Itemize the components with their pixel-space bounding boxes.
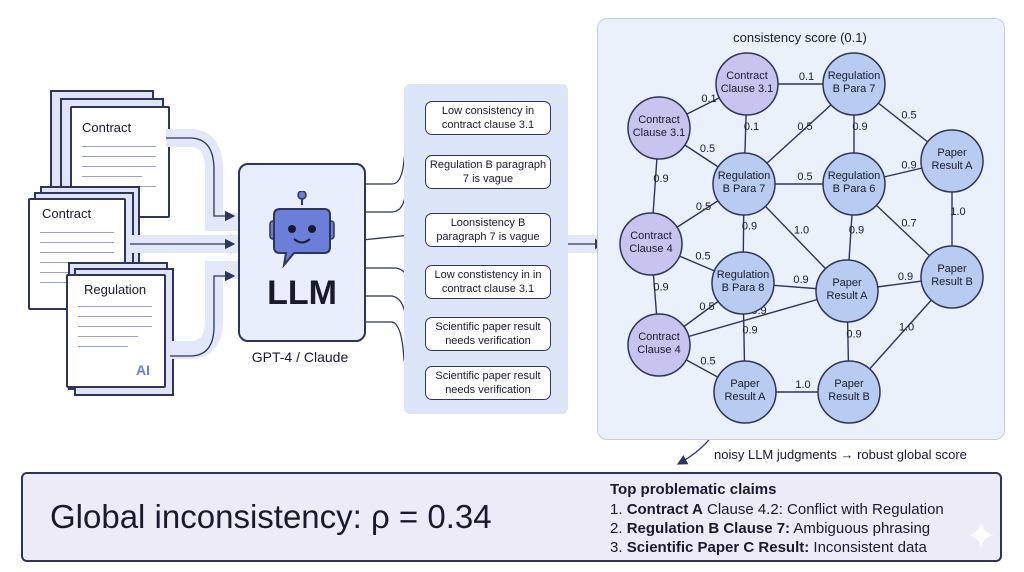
graph-node-label: Regulation (828, 170, 881, 182)
graph-title: consistency score (0.1) (733, 30, 867, 45)
summary-box (21, 472, 1002, 562)
graph-node-label: B Para 7 (723, 183, 766, 195)
graph-note: noisy LLM judgments → robust global scor… (714, 447, 967, 462)
robot-icon (269, 191, 335, 269)
graph-node (711, 251, 775, 315)
edge-weight-label: 0.5 (797, 171, 812, 183)
edge-weight-label: 1.0 (795, 379, 810, 391)
graph-node-label: Regulation (828, 70, 881, 82)
graph-node-label: Contract (638, 114, 680, 126)
edge-weight-label: 0.1 (799, 71, 814, 83)
global-inconsistency-score: Global inconsistency: ρ = 0.34 (50, 498, 492, 535)
graph-node (920, 245, 984, 309)
edge-weight-label: 0.5 (696, 201, 711, 213)
edge-weight-label: 1.0 (794, 225, 809, 237)
graph-node-label: Regulation (717, 269, 770, 281)
judgments-panel (404, 84, 568, 414)
graph-node-label: Result A (932, 160, 974, 172)
graph-node-label: Result A (827, 290, 869, 302)
claim-item: 1. Contract A Clause 4.2: Conflict with … (610, 501, 944, 518)
graph-node (815, 259, 879, 323)
judgment-card: Regulation B paragraph 7 is vague (425, 155, 551, 189)
graph-node-label: Paper (832, 277, 862, 289)
graph-node-label: B Para 7 (833, 83, 876, 95)
edge-weight-label: 0.5 (700, 356, 715, 368)
graph-node-label: Contract (638, 331, 680, 343)
judgment-card: Scientific paper result needs verificati… (425, 317, 551, 351)
edge-weight-label: 0.5 (901, 110, 916, 122)
graph-node-label: B Para 6 (833, 183, 876, 195)
judgment-card: Low constistency in in contract clause 3… (425, 265, 551, 299)
graph-node-label: Regulation (718, 170, 771, 182)
graph-node (715, 52, 779, 116)
edge-weight-label: 0.5 (797, 121, 812, 133)
edge-weight-label: 0.7 (901, 218, 916, 230)
edge-weight-label: 1.0 (950, 206, 965, 218)
claim-item: 2. Regulation B Clause 7: Ambiguous phra… (610, 520, 931, 537)
edge-weight-label: 0.5 (699, 301, 714, 313)
edge-weight-label: 0.9 (793, 274, 808, 286)
edge-weight-label: 0.9 (742, 325, 757, 337)
claim-item: 3. Scientific Paper C Result: Inconsiste… (610, 539, 927, 556)
graph-node-label: Result B (931, 276, 973, 288)
graph-node-label: Result B (828, 391, 870, 403)
edge-weight-label: 0.9 (901, 160, 916, 172)
edge-weight-label: 1.0 (899, 322, 914, 334)
claims-title: Top problematic claims (610, 481, 777, 498)
graph-node (713, 360, 777, 424)
judgment-card: Low consistency in contract clause 3.1 (425, 101, 551, 135)
llm-box: LLM (238, 163, 366, 342)
document-title: Contract (82, 120, 132, 135)
graph-node-label: Contract (726, 70, 768, 82)
edge-weight-label: 0.9 (653, 173, 668, 185)
graph-node (619, 212, 683, 276)
graph-node-label: Clause 4 (637, 344, 680, 356)
document-title: Contract (42, 206, 92, 221)
document-page: Regulation AI (66, 274, 166, 388)
graph-node-label: Paper (937, 263, 967, 275)
judgment-card: Scientific paper result needs verificati… (425, 366, 551, 400)
graph-node (627, 313, 691, 377)
llm-caption: GPT-4 / Claude (251, 349, 349, 365)
edge-weight-label: 0.9 (846, 329, 861, 341)
judgment-card: Loonsistency B paragraph 7 is vague (425, 213, 551, 247)
graph-edge (658, 290, 848, 346)
edge-weight-label: 0.5 (695, 251, 710, 263)
llm-label: LLM (267, 274, 337, 312)
graph-node-label: Clause 3.1 (721, 83, 774, 95)
graph-node (817, 360, 881, 424)
consistency-graph: 0.1 0.1 0.1 0.9 0.5 0.5 0.5 0.9 0.5 0.9 0.5 0.9 1.0 0… (619, 52, 984, 424)
sparkle-icon (968, 522, 994, 548)
edge-weight-label: 0.1 (701, 93, 716, 105)
edge-weight-label: 0.9 (898, 271, 913, 283)
graph-node-label: Paper (834, 378, 864, 390)
graph-node (920, 129, 984, 193)
edge-weight-label: 0.9 (849, 225, 864, 237)
edge-weight-label: 0.9 (742, 221, 757, 233)
graph-node-label: Paper (730, 378, 760, 390)
graph-node (712, 152, 776, 216)
graph-node-label: Clause 4 (629, 243, 672, 255)
graph-node-label: Clause 3.1 (633, 127, 686, 139)
document-title: Regulation (84, 282, 147, 297)
graph-node-label: Contract (630, 230, 672, 242)
graph-node-label: B Para 8 (722, 282, 765, 294)
graph-node-label: Paper (937, 147, 967, 159)
graph-node (822, 52, 886, 116)
edge-weight-label: 0.9 (653, 282, 668, 294)
edge-weight-label: 0.9 (852, 121, 867, 133)
ai-badge: AI (136, 362, 150, 378)
edge-weight-label: 0.1 (744, 121, 759, 133)
edge-weight-label: 0.5 (700, 143, 715, 155)
graph-node (822, 152, 886, 216)
graph-node-label: Result A (725, 391, 767, 403)
graph-node (627, 96, 691, 160)
